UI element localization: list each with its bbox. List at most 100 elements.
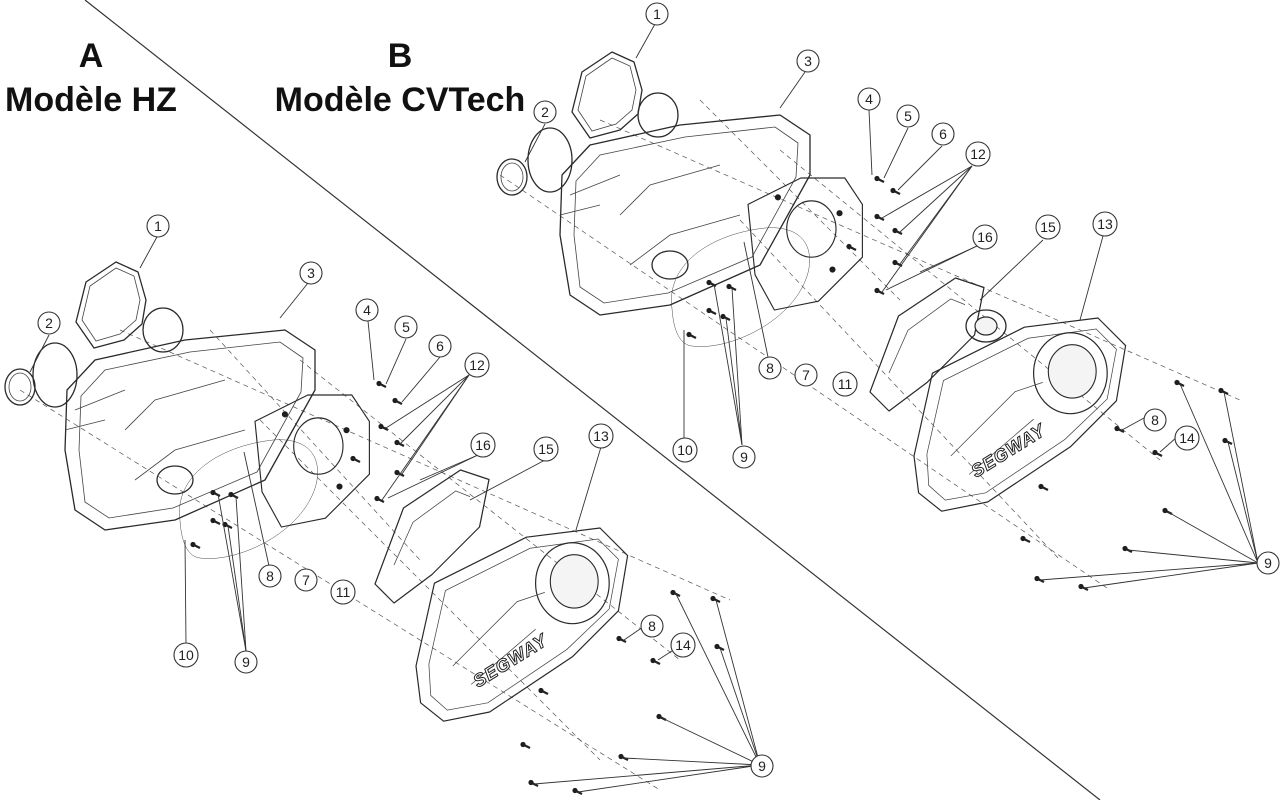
- svg-text:9: 9: [758, 758, 766, 774]
- panel-a-letter: A: [78, 37, 104, 75]
- svg-text:2: 2: [541, 104, 549, 120]
- leader-lines-b: [524, 23, 1259, 589]
- callout-b-3: 3: [796, 49, 820, 73]
- callout-b-14: 14: [1174, 425, 1200, 451]
- svg-text:1: 1: [653, 6, 661, 22]
- inner-housing-part: [32, 307, 316, 531]
- panel-a-drawing: SEGWAY: [4, 214, 774, 796]
- callout-b-2: 2: [533, 100, 557, 124]
- panel-b-drawing: SEGWAY: [496, 2, 1280, 592]
- callout-b-8-right: 8: [1143, 408, 1167, 432]
- callout-b-11: 11: [832, 371, 858, 397]
- callout-a-4: 4: [355, 298, 379, 322]
- svg-text:8: 8: [1151, 412, 1159, 428]
- gasket-part: [571, 51, 643, 139]
- svg-text:14: 14: [675, 637, 691, 653]
- panel-a-heading: A Modèle HZ: [0, 34, 182, 122]
- o-ring-part: [671, 227, 810, 347]
- panel-b-letter: B: [387, 37, 413, 75]
- cover-brand-b: SEGWAY: [968, 420, 1050, 482]
- svg-text:12: 12: [970, 146, 986, 162]
- svg-text:15: 15: [1040, 219, 1056, 235]
- callout-b-9-right: 9: [1256, 551, 1280, 575]
- svg-text:13: 13: [593, 428, 609, 444]
- callout-a-9-right: 9: [750, 754, 774, 778]
- callout-b-8-left: 8: [758, 356, 782, 380]
- svg-text:15: 15: [538, 441, 554, 457]
- svg-text:11: 11: [838, 376, 853, 392]
- callout-a-15: 15: [533, 436, 559, 462]
- svg-text:7: 7: [802, 367, 810, 383]
- svg-text:9: 9: [1264, 555, 1272, 571]
- panel-b-heading: B Modèle CVTech: [255, 34, 545, 122]
- callout-b-6: 6: [931, 122, 955, 146]
- callout-a-14: 14: [670, 632, 696, 658]
- svg-text:8: 8: [648, 618, 656, 634]
- svg-text:10: 10: [178, 647, 194, 663]
- svg-text:6: 6: [939, 126, 947, 142]
- panel-b-model: Modèle CVTech: [274, 81, 526, 119]
- svg-text:5: 5: [904, 108, 912, 124]
- svg-text:11: 11: [336, 584, 351, 600]
- svg-text:8: 8: [766, 360, 774, 376]
- callout-a-13: 13: [588, 423, 614, 449]
- callout-a-1: 1: [146, 214, 170, 238]
- cover-brand-a: SEGWAY: [470, 630, 552, 692]
- inner-housing-part: [527, 92, 811, 316]
- callout-a-8-right: 8: [640, 614, 664, 638]
- svg-text:8: 8: [266, 568, 274, 584]
- callout-b-15: 15: [1035, 214, 1061, 240]
- outer-cover-part: [415, 527, 629, 722]
- callout-b-9-left: 9: [732, 445, 756, 469]
- seal-ring-part: [496, 158, 528, 196]
- pulley-bracket-part: [869, 277, 1007, 412]
- callout-a-5: 5: [394, 315, 418, 339]
- clutch-plate-part: [747, 177, 863, 311]
- callout-b-10: 10: [672, 437, 698, 463]
- svg-text:12: 12: [469, 357, 485, 373]
- callout-a-8-left: 8: [258, 564, 282, 588]
- callout-a-12: 12: [464, 352, 490, 378]
- gasket-part: [75, 261, 147, 349]
- svg-text:5: 5: [402, 319, 410, 335]
- leader-lines-a: [29, 234, 761, 793]
- svg-text:10: 10: [677, 442, 693, 458]
- callout-b-12: 12: [965, 141, 991, 167]
- bolt-set: [685, 174, 1234, 592]
- svg-text:16: 16: [977, 229, 993, 245]
- panel-divider: [84, 0, 1101, 800]
- callout-b-4: 4: [857, 87, 881, 111]
- svg-text:14: 14: [1179, 430, 1195, 446]
- outer-cover-part: [913, 317, 1127, 512]
- callout-a-2: 2: [37, 311, 61, 335]
- svg-text:16: 16: [475, 437, 491, 453]
- callout-b-5: 5: [896, 104, 920, 128]
- callout-a-9-left: 9: [234, 650, 258, 674]
- seal-ring-part: [4, 368, 36, 406]
- svg-text:2: 2: [45, 315, 53, 331]
- callout-a-7: 7: [294, 568, 318, 592]
- svg-text:13: 13: [1097, 216, 1113, 232]
- svg-text:9: 9: [242, 654, 250, 670]
- svg-text:6: 6: [436, 338, 444, 354]
- callout-a-6: 6: [428, 334, 452, 358]
- o-ring-part: [179, 439, 318, 559]
- callout-b-1: 1: [645, 2, 669, 26]
- svg-text:9: 9: [740, 449, 748, 465]
- svg-text:3: 3: [804, 53, 812, 69]
- callout-a-11: 11: [330, 579, 356, 605]
- svg-text:1: 1: [154, 218, 162, 234]
- bracket-part: [374, 469, 490, 604]
- panel-a-model: Modèle HZ: [5, 81, 177, 119]
- svg-text:3: 3: [307, 265, 315, 281]
- callout-a-3: 3: [299, 261, 323, 285]
- callout-b-7: 7: [794, 363, 818, 387]
- svg-text:4: 4: [363, 302, 371, 318]
- svg-text:4: 4: [865, 91, 873, 107]
- callout-b-16: 16: [972, 224, 998, 250]
- callout-b-13: 13: [1092, 211, 1118, 237]
- callout-a-10: 10: [173, 642, 199, 668]
- svg-text:7: 7: [302, 572, 310, 588]
- callout-a-16: 16: [470, 432, 496, 458]
